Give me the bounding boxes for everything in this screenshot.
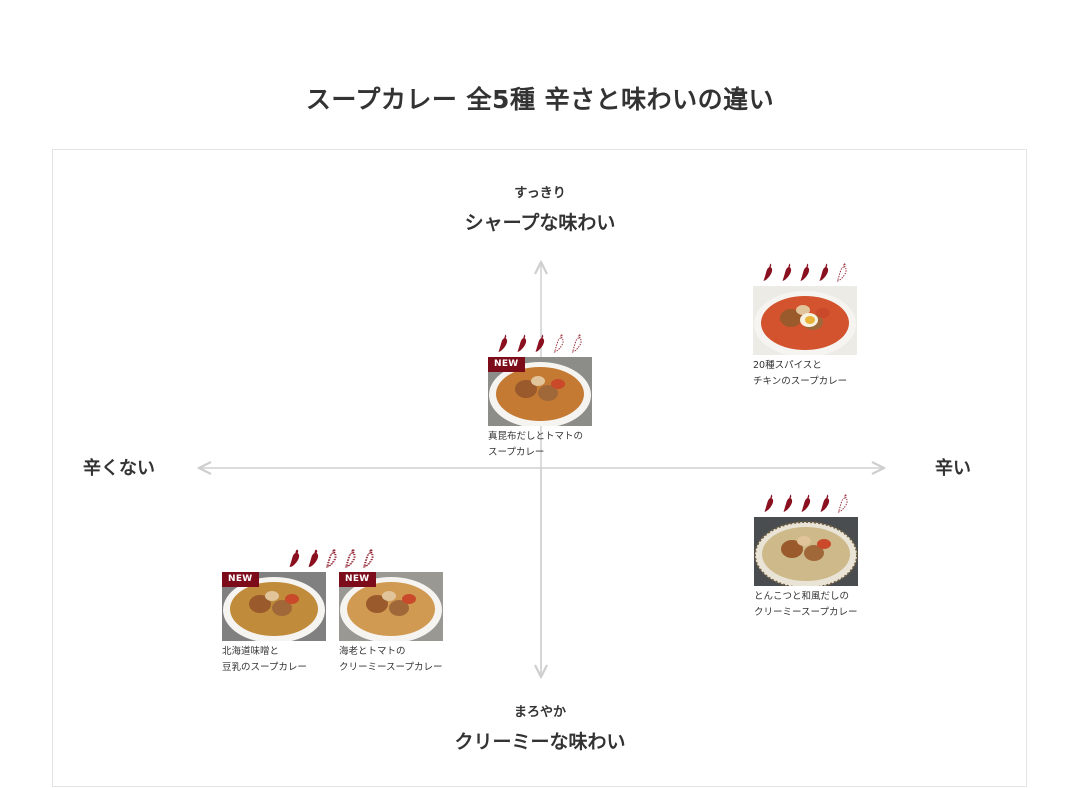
product-name-line: クリーミースープカレー xyxy=(339,662,443,673)
product-thumbnail[interactable] xyxy=(754,517,858,586)
product-name[interactable]: 真昆布だしとトマトのスープカレー xyxy=(488,429,592,461)
new-badge: NEW xyxy=(222,572,259,587)
product-name[interactable]: 海老とトマトのクリーミースープカレー xyxy=(339,644,443,676)
new-badge: NEW xyxy=(339,572,376,587)
axis-bottom-sub-label: まろやか xyxy=(513,705,566,720)
product-name-line: 豆乳のスープカレー xyxy=(222,662,307,673)
product-name-line: チキンのスープカレー xyxy=(753,376,848,387)
product-thumbnail[interactable]: NEW xyxy=(488,357,592,426)
chili-filled-icon xyxy=(290,549,300,567)
product-name[interactable]: 20種スパイスとチキンのスープカレー xyxy=(753,358,857,390)
product-thumbnail[interactable]: NEW xyxy=(339,572,443,641)
chili-empty-icon xyxy=(345,548,356,568)
chili-filled-icon xyxy=(820,494,829,512)
spice-rating xyxy=(761,262,854,282)
chili-filled-icon xyxy=(763,263,773,281)
product-name[interactable]: とんこつと和風だしのクリーミースープカレー xyxy=(754,589,858,621)
axis-top-sub-label: すっきり xyxy=(514,186,566,201)
chili-empty-icon xyxy=(553,333,564,353)
chili-filled-icon xyxy=(800,263,810,281)
chili-empty-icon xyxy=(571,333,582,353)
chili-filled-icon xyxy=(309,549,318,567)
product-name-line: とんこつと和風だしの xyxy=(754,591,850,602)
chili-empty-icon xyxy=(326,548,337,568)
product-thumbnail[interactable]: NEW xyxy=(222,572,326,641)
chili-filled-icon xyxy=(535,334,545,352)
axis-bottom-main-label: クリーミーな味わい xyxy=(454,731,626,753)
product-photo xyxy=(754,517,858,586)
chili-empty-icon xyxy=(836,262,847,282)
product-card-ebi-tomato[interactable]: NEW 海老とトマトのクリーミースープカレー xyxy=(290,548,443,676)
product-thumbnail[interactable] xyxy=(753,286,857,355)
chili-filled-icon xyxy=(498,334,508,352)
product-photo xyxy=(488,357,592,426)
product-photo xyxy=(222,572,326,641)
new-badge: NEW xyxy=(488,357,525,372)
spice-rating xyxy=(288,548,381,568)
axis-right-label: 辛い xyxy=(935,458,971,479)
axis-top-main-label: シャープな味わい xyxy=(464,212,616,234)
chili-empty-icon xyxy=(837,493,848,513)
product-card-kombu-tomato[interactable]: NEW 真昆布だしとトマトのスープカレー xyxy=(488,333,592,461)
spice-rating xyxy=(762,493,855,513)
flavor-map-frame: すっきり シャープな味わい まろやか クリーミーな味わい 辛くない 辛い NEW… xyxy=(52,149,1027,787)
page-title: スープカレー 全5種 辛さと味わいの違い xyxy=(305,85,775,114)
product-photo xyxy=(753,286,857,355)
product-name-line: 海老とトマトの xyxy=(339,646,406,657)
product-name-line: クリーミースープカレー xyxy=(754,607,858,618)
chili-filled-icon xyxy=(801,494,811,512)
product-name-line: 20種スパイスと xyxy=(753,360,822,371)
axes xyxy=(53,150,1028,788)
product-name-line: スープカレー xyxy=(488,447,545,458)
product-name[interactable]: 北海道味噌と豆乳のスープカレー xyxy=(222,644,326,676)
product-photo xyxy=(339,572,443,641)
product-name-line: 北海道味噌と xyxy=(222,646,280,657)
product-card-tonkotsu-wafu[interactable]: とんこつと和風だしのクリーミースープカレー xyxy=(754,493,858,621)
product-card-hokkaido-miso[interactable]: NEW 北海道味噌と豆乳のスープカレー xyxy=(222,548,373,676)
spice-rating xyxy=(496,333,589,353)
product-name-line: 真昆布だしとトマトの xyxy=(488,431,584,442)
chili-filled-icon xyxy=(782,263,791,281)
chili-filled-icon xyxy=(517,334,526,352)
chili-filled-icon xyxy=(783,494,792,512)
chili-empty-icon xyxy=(363,548,374,568)
product-card-spice-chicken[interactable]: 20種スパイスとチキンのスープカレー xyxy=(753,262,857,390)
axis-left-label: 辛くない xyxy=(83,458,155,479)
chili-filled-icon xyxy=(819,263,828,281)
chili-filled-icon xyxy=(764,494,774,512)
